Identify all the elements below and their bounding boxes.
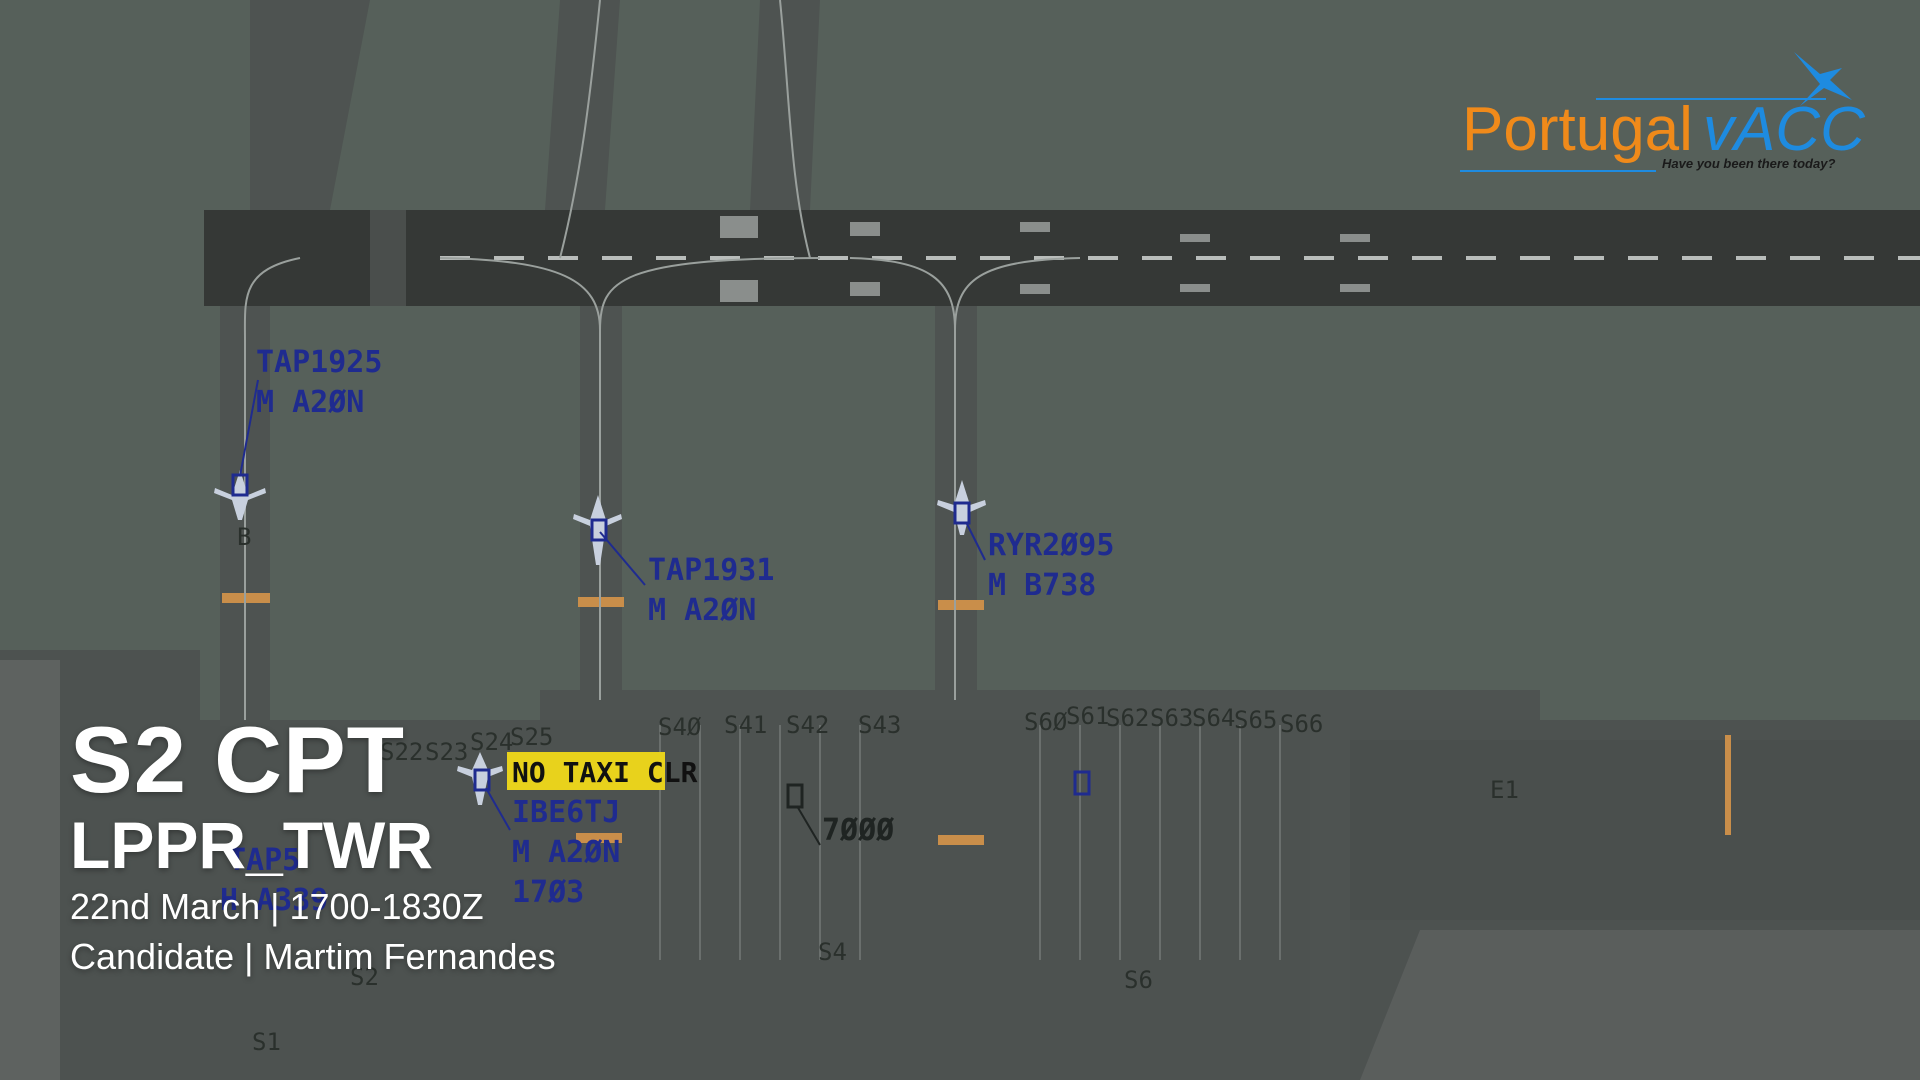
- svg-text:S6Ø: S6Ø: [1024, 708, 1068, 736]
- aircraft-tap1931[interactable]: TAP1931 M A2ØN: [573, 495, 774, 628]
- aircraft-ibe6tj[interactable]: NO TAXI CLR IBE6TJ M A2ØN 17Ø3: [457, 752, 698, 910]
- svg-text:M A2ØN: M A2ØN: [256, 385, 364, 420]
- aircraft-tap5[interactable]: TAP5 H A339: [220, 843, 328, 918]
- session-title: S2 CPT: [70, 707, 406, 812]
- taxiway-e1: E1: [1490, 776, 1519, 804]
- svg-text:S25: S25: [510, 723, 553, 751]
- parked-target[interactable]: [1073, 770, 1091, 796]
- svg-text:TAP5: TAP5: [228, 843, 300, 878]
- aircraft-ryr2095[interactable]: RYR2Ø95 M B738: [937, 480, 1114, 603]
- svg-text:M B738: M B738: [988, 568, 1096, 603]
- taxiway-b: B: [237, 523, 251, 551]
- svg-text:S43: S43: [858, 711, 901, 739]
- svg-text:S41: S41: [724, 711, 767, 739]
- svg-text:17Ø3: 17Ø3: [512, 875, 584, 910]
- session-candidate: Candidate | Martim Fernandes: [70, 936, 556, 977]
- svg-text:M A2ØN: M A2ØN: [648, 593, 756, 628]
- svg-text:S4Ø: S4Ø: [658, 713, 702, 741]
- svg-text:RYR2Ø95: RYR2Ø95: [988, 528, 1114, 563]
- svg-text:M A2ØN: M A2ØN: [512, 835, 620, 870]
- svg-text:TAP1925: TAP1925: [256, 345, 382, 380]
- svg-text:S22: S22: [380, 738, 423, 766]
- position-title: LPPR_TWR: [70, 808, 433, 882]
- logo-brand-secondary: vACC: [1702, 95, 1865, 164]
- svg-text:7ØØØ: 7ØØØ: [822, 813, 894, 848]
- taxiway-s6: S6: [1124, 966, 1153, 994]
- svg-text:TAP1931: TAP1931: [648, 553, 774, 588]
- logo-rule-bottom: [1460, 170, 1656, 172]
- svg-text:S64: S64: [1192, 704, 1235, 732]
- session-title-block: S2 CPT LPPR_TWR 22nd March | 1700-1830Z …: [70, 712, 556, 982]
- logo-rule-top: [1596, 98, 1826, 100]
- svg-text:S65: S65: [1234, 706, 1277, 734]
- taxiway-s4: S4: [818, 938, 847, 966]
- svg-text:S62: S62: [1106, 704, 1149, 732]
- logo-tagline: Have you been there today?: [1662, 156, 1836, 171]
- logo-brand-primary: Portugal: [1462, 95, 1693, 164]
- session-schedule: 22nd March | 1700-1830Z: [70, 886, 484, 927]
- svg-text:H A339: H A339: [220, 883, 328, 918]
- bird-icon: [1794, 52, 1852, 106]
- svg-text:S24: S24: [470, 728, 513, 756]
- svg-text:S42: S42: [786, 711, 829, 739]
- squawk-target[interactable]: 7ØØØ: [786, 783, 894, 848]
- stand-labels: S22 S23 S24 S25 S4Ø S41 S42 S43 S6Ø S61 …: [380, 702, 1323, 766]
- svg-text:S61: S61: [1066, 702, 1109, 730]
- taxiway-s1: S1: [252, 1028, 281, 1056]
- svg-text:S66: S66: [1280, 710, 1323, 738]
- no-taxi-warning: [507, 752, 665, 790]
- svg-text:NO TAXI CLR: NO TAXI CLR: [512, 756, 698, 789]
- svg-text:S23: S23: [425, 738, 468, 766]
- svg-text:S63: S63: [1150, 704, 1193, 732]
- svg-text:IBE6TJ: IBE6TJ: [512, 795, 620, 830]
- taxiway-s2: S2: [350, 963, 379, 991]
- aircraft-tap1925[interactable]: TAP1925 M A2ØN: [214, 345, 382, 520]
